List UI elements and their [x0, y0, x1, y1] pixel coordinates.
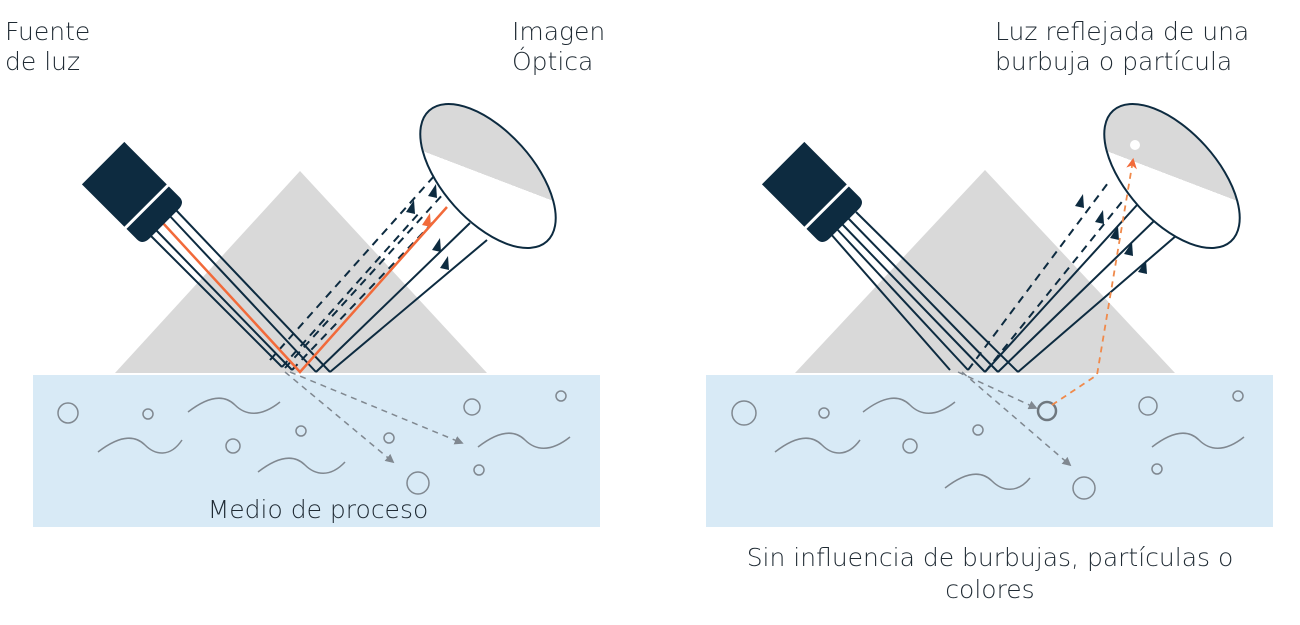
process-medium	[706, 375, 1273, 527]
process-medium	[33, 375, 600, 527]
reflecting-bubble	[1036, 400, 1058, 422]
reflection-spot	[1130, 140, 1140, 150]
light-source-icon	[761, 141, 862, 242]
light-beams	[149, 174, 488, 374]
prism	[795, 170, 1175, 373]
prism	[115, 171, 487, 373]
optics-lens	[419, 103, 557, 249]
light-beams	[829, 182, 1178, 373]
medium-label: Medio de proceso	[208, 495, 429, 524]
reflected-light-path	[1051, 157, 1137, 406]
particles	[731, 390, 1245, 500]
caption: Sin influencia de burbujas, partículas o…	[747, 543, 1234, 604]
optics-lens	[1103, 103, 1241, 249]
particles	[57, 390, 571, 495]
